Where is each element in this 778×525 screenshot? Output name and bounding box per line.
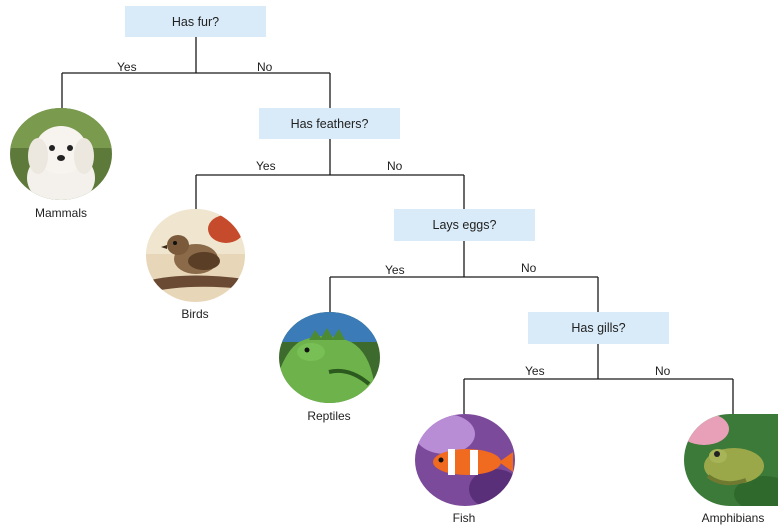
branch-label-fur-yes: Yes xyxy=(117,60,137,74)
leaf-label-fish: Fish xyxy=(452,511,476,525)
branch-label-fur-no: No xyxy=(257,60,273,74)
branch-label-eggs-no: No xyxy=(521,261,537,275)
sparrow-photo xyxy=(146,209,245,302)
branch-label-gills-yes: Yes xyxy=(525,364,545,378)
branch-label-feathers-yes: Yes xyxy=(256,159,276,173)
branch-label-eggs-yes: Yes xyxy=(385,263,405,277)
branch-label-feathers-no: No xyxy=(387,159,403,173)
leaf-label-mammals: Mammals xyxy=(34,206,87,220)
question-has-gills: Has gills? xyxy=(528,312,669,344)
frog-photo xyxy=(684,414,778,506)
leaf-label-reptiles: Reptiles xyxy=(307,409,351,423)
branch-label-gills-no: No xyxy=(655,364,671,378)
question-has-fur: Has fur? xyxy=(125,6,266,37)
question-lays-eggs: Lays eggs? xyxy=(394,209,535,241)
leaf-label-birds: Birds xyxy=(181,307,209,321)
iguana-photo xyxy=(279,312,380,403)
leaf-label-amphibians: Amphibians xyxy=(701,511,765,525)
question-has-feathers: Has feathers? xyxy=(259,108,400,139)
clownfish-photo xyxy=(415,414,515,506)
dog-photo xyxy=(10,108,112,200)
